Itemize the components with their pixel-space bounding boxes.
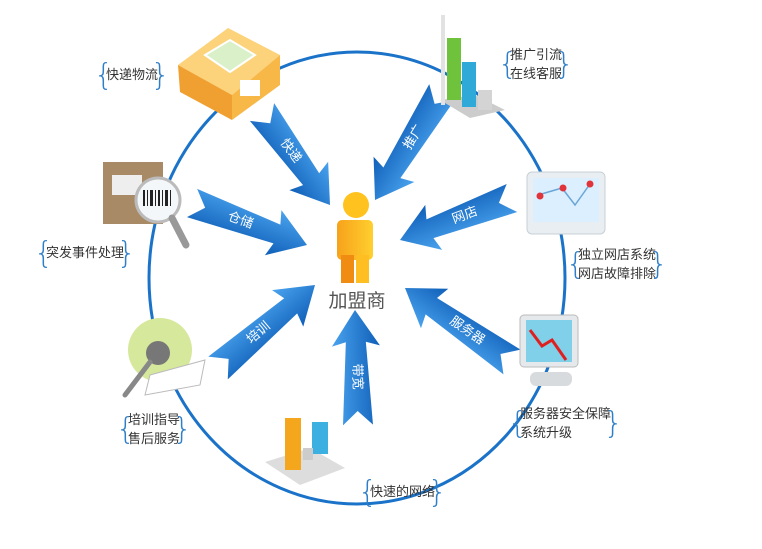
microphone-icon: [122, 318, 206, 398]
ring: [147, 50, 567, 506]
label-line: 突发事件处理: [46, 246, 125, 261]
arrow-6: 服务器: [404, 288, 521, 375]
arrow-3: 仓储: [186, 188, 308, 256]
label-logistics: 快递物流: [96, 66, 168, 85]
bar-chart-icon: [440, 15, 505, 118]
person-icon: [337, 192, 373, 283]
label-line: 培训指导: [128, 413, 181, 428]
arrow-5: 培训: [208, 284, 315, 380]
arrow-shape: [404, 288, 521, 375]
label-line: 网店故障排除: [578, 267, 657, 282]
label-line: 推广引流: [510, 48, 563, 63]
arrow-shape: [208, 284, 315, 380]
arrow-4: 网店: [400, 183, 518, 250]
arrow-shape: [249, 103, 330, 205]
arrow-7: 带宽: [331, 310, 380, 426]
arrow-shape: [186, 188, 308, 256]
label-line: 独立网店系统: [578, 248, 657, 263]
label-promotion: 推广引流 在线客服: [500, 46, 572, 84]
package-box-icon: [178, 28, 280, 120]
barcode-magnifier-icon: [103, 162, 190, 249]
arrow-1: 快递: [249, 103, 330, 205]
arrow-shape: [400, 183, 518, 250]
label-line: 快速的网络: [370, 485, 436, 500]
label-line: 在线客服: [510, 67, 563, 82]
line-chart-monitor-icon: [526, 171, 606, 235]
label-line: 快递物流: [106, 68, 159, 83]
label-line: 售后服务: [128, 432, 181, 447]
trend-monitor-icon: [519, 314, 579, 386]
label-emergency: 突发事件处理: [36, 244, 134, 263]
arrow-shape: [373, 84, 455, 200]
label-line: 系统升级: [520, 426, 573, 441]
bar-chart-3d-icon: [265, 418, 345, 485]
label-line: 服务器安全保障: [520, 407, 612, 422]
arrow-shape: [331, 310, 380, 426]
label-server: 服务器安全保障 系统升级: [510, 405, 621, 443]
label-shop: 独立网店系统 网店故障排除: [568, 246, 666, 284]
franchisee-label: 加盟商: [328, 290, 386, 312]
label-network: 快速的网络: [360, 483, 445, 502]
arrow-label: 带宽: [349, 363, 366, 389]
label-training: 培训指导 售后服务: [118, 411, 190, 449]
